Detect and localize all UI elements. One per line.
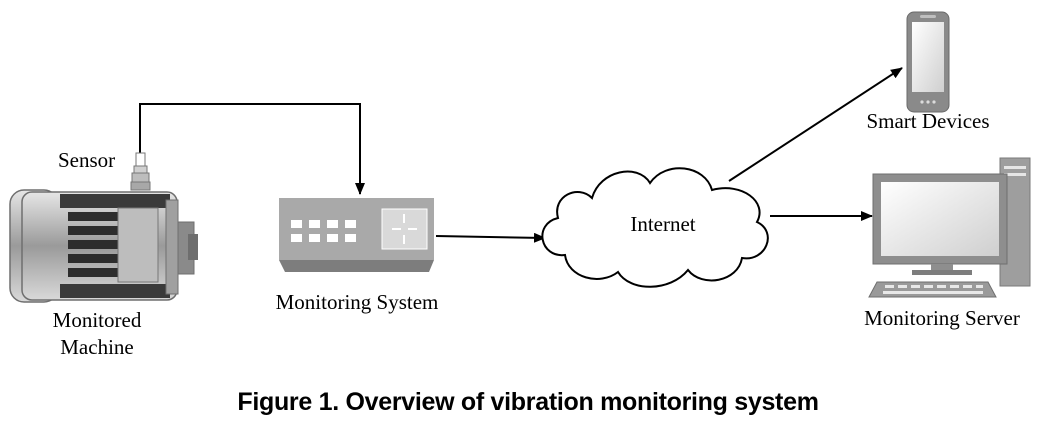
sensor-icon <box>130 152 151 191</box>
sensor-to-monitoring-arrow <box>139 103 365 195</box>
smartphone-icon <box>906 11 950 113</box>
desktop-computer-icon <box>868 157 1031 298</box>
monitoring-to-internet-arrow <box>435 232 546 243</box>
cloud-icon <box>541 167 769 288</box>
motor-icon <box>9 189 198 303</box>
machine-label-line1: Monitored <box>53 308 142 332</box>
internet-to-smart-devices-arrow <box>728 67 903 182</box>
smart-devices-label: Smart Devices <box>866 109 989 133</box>
connectors <box>139 67 903 243</box>
labels: Sensor Monitored Machine Monitoring Syst… <box>53 109 1020 359</box>
internet-label: Internet <box>630 212 695 236</box>
network-switch-icon <box>279 198 434 272</box>
monitoring-system-label: Monitoring System <box>276 290 439 314</box>
monitoring-server-label: Monitoring Server <box>864 306 1020 330</box>
machine-label-line2: Machine <box>60 335 133 359</box>
figure-caption: Figure 1. Overview of vibration monitori… <box>237 388 819 416</box>
sensor-label: Sensor <box>58 148 115 172</box>
diagram-canvas: Sensor Monitored Machine Monitoring Syst… <box>9 11 1031 359</box>
